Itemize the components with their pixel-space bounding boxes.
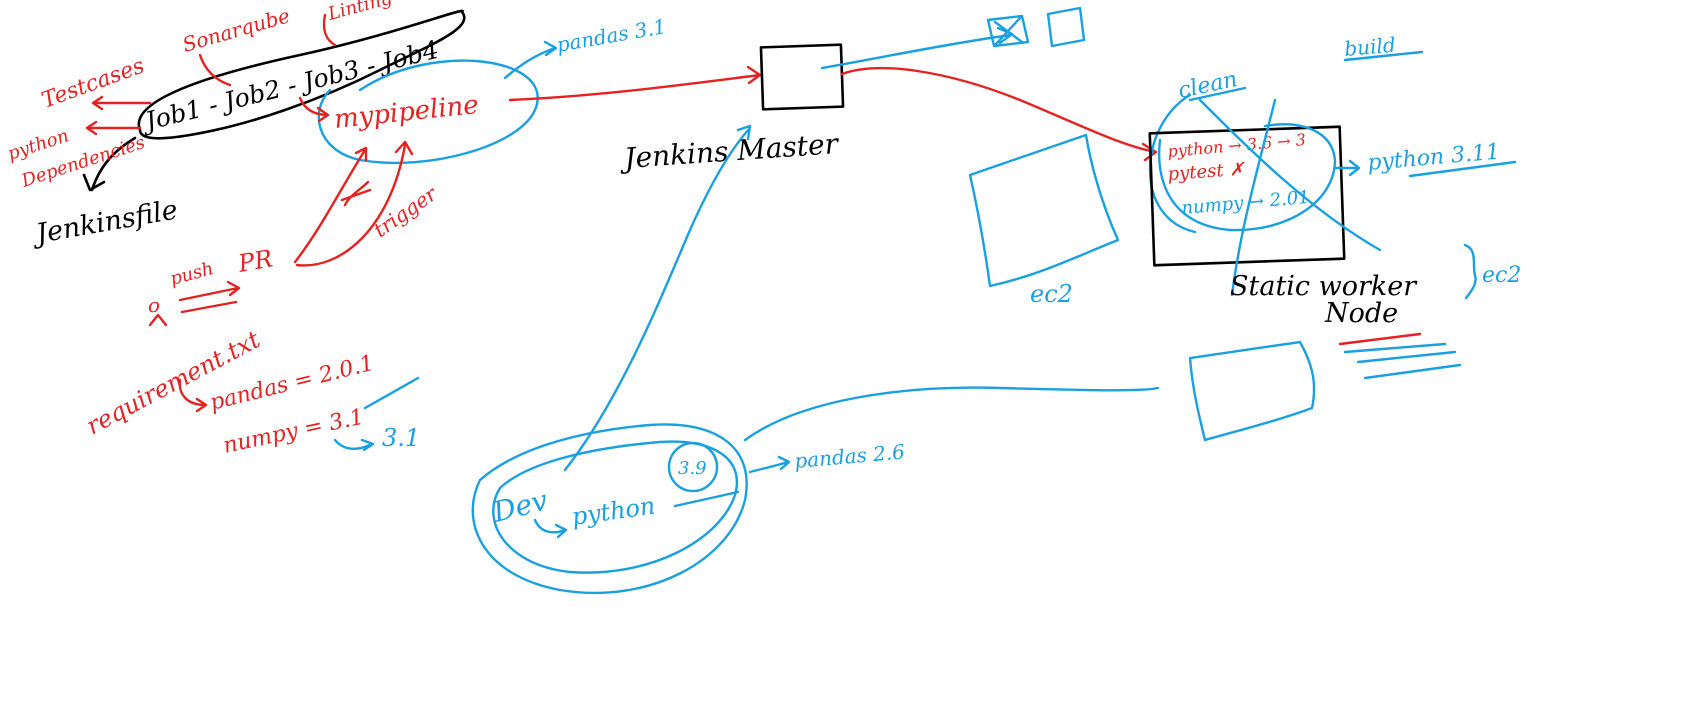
master-to-top-box-arrow bbox=[820, 26, 1014, 70]
jenkinsfile-label: Jenkinsfile bbox=[29, 195, 180, 251]
node-decor-lines-blue bbox=[1343, 342, 1462, 380]
jobs-ellipse bbox=[137, 9, 466, 140]
jobs-to-jenkinsfile-line bbox=[90, 136, 137, 192]
node-to-python311-arrow bbox=[1334, 159, 1361, 177]
numpy-req-underline bbox=[363, 376, 420, 410]
dev-stick-figure: o bbox=[148, 293, 160, 317]
version-39-circle bbox=[667, 441, 719, 493]
node-cross-line-1 bbox=[1198, 98, 1382, 252]
linting-line bbox=[322, 13, 337, 47]
sonarqube-label: Sonarqube bbox=[180, 3, 293, 57]
req-31-label: 3.1 bbox=[382, 424, 420, 452]
req-31-arrow bbox=[333, 438, 375, 452]
mypipeline-label: mypipeline bbox=[333, 90, 480, 135]
node-decor-lines bbox=[1338, 332, 1422, 346]
mypipeline-to-master-arrow bbox=[508, 65, 762, 102]
numpy-req-label: numpy = 3.1 bbox=[221, 405, 366, 459]
static-worker-node-label: Static worker Node bbox=[1230, 271, 1425, 329]
requirement-hook-arrow bbox=[178, 378, 208, 413]
pr-to-mypipeline-arrow-2 bbox=[295, 140, 414, 267]
trigger-label: trigger bbox=[369, 181, 442, 242]
testcases-label: Testcases bbox=[39, 53, 148, 113]
build-underline bbox=[1343, 50, 1424, 62]
python-dependencies-arrow bbox=[85, 120, 142, 136]
dev-hook-arrow bbox=[533, 518, 568, 539]
node-cross-line-2 bbox=[1230, 98, 1277, 297]
node-brace bbox=[1463, 243, 1477, 300]
clean-underline bbox=[1188, 86, 1247, 102]
lower-right-box bbox=[1188, 340, 1316, 442]
mypipeline-to-pandas-arrow bbox=[503, 40, 558, 80]
push-arrows bbox=[178, 280, 241, 314]
ec2-label-left: ec2 bbox=[1030, 280, 1073, 308]
requirement-txt-label: requirement.txt bbox=[82, 325, 265, 440]
jenkinsfile-arrowhead bbox=[82, 173, 106, 192]
dev-stick-figure-body bbox=[148, 313, 168, 327]
clean-label: clean bbox=[1176, 67, 1240, 104]
jobs-to-mypipeline-arrow bbox=[298, 96, 330, 123]
dev-to-pandas26-arrow bbox=[748, 455, 791, 474]
mypipeline-ellipse bbox=[317, 59, 539, 164]
push-label: push bbox=[168, 258, 216, 290]
pandas-31-label: pandas 3.1 bbox=[555, 14, 668, 57]
pr-to-mypipeline-arrow-1 bbox=[293, 146, 368, 264]
scribble-mark bbox=[340, 180, 372, 207]
dev-inner-ellipse bbox=[492, 440, 738, 574]
pandas-26-label: pandas 2.6 bbox=[793, 439, 906, 473]
jenkins-master-label: Jenkins Master bbox=[618, 127, 840, 175]
dev-outer-ellipse bbox=[471, 423, 748, 595]
node-pytest-label: pytest ✗ bbox=[1167, 159, 1246, 185]
testcases-arrow bbox=[91, 95, 152, 111]
version-39-label: 3.9 bbox=[678, 458, 707, 479]
linting-label: Linting bbox=[325, 0, 395, 25]
ec2-box-left bbox=[968, 133, 1120, 288]
jenkins-master-box bbox=[759, 43, 845, 111]
python-dependencies-label: python Dependencies bbox=[5, 104, 148, 194]
version-39-underline bbox=[673, 490, 740, 508]
python-311-label: python 3.11 bbox=[1366, 139, 1501, 175]
ec2-label-right: ec2 bbox=[1482, 263, 1521, 288]
python-311-underline bbox=[1408, 160, 1517, 178]
python-39-label: python bbox=[570, 492, 657, 531]
static-worker-node-box bbox=[1148, 125, 1346, 267]
dev-to-lower-box-line bbox=[743, 386, 1160, 442]
pr-label: PR bbox=[235, 244, 275, 278]
master-to-node-arrow bbox=[840, 66, 1158, 162]
sonarqube-line bbox=[198, 53, 232, 87]
dev-to-master-arrow bbox=[563, 124, 752, 472]
small-box-1 bbox=[986, 14, 1030, 48]
node-scope-ellipse bbox=[1158, 123, 1337, 232]
small-box-2 bbox=[1046, 6, 1086, 48]
